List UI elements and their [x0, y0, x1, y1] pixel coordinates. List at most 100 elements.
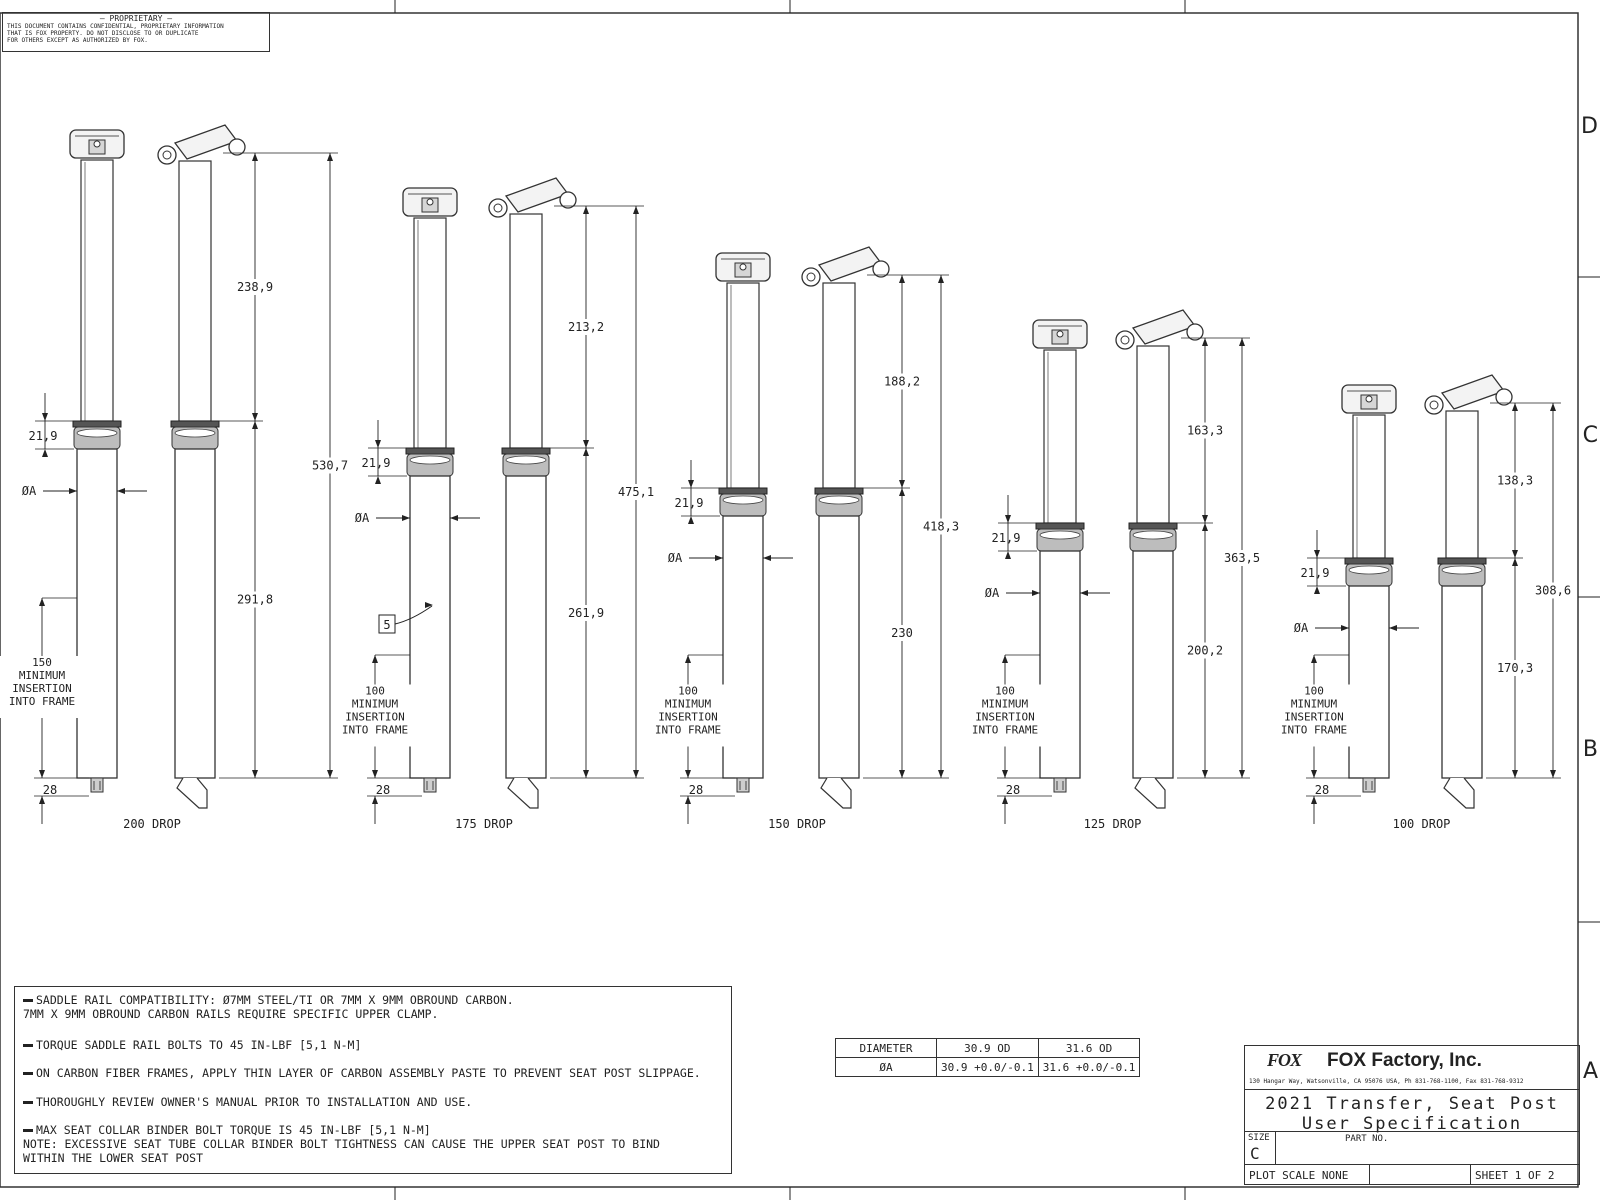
collar-ring: [76, 428, 118, 438]
company-name: FOX Factory, Inc.: [1327, 1050, 1482, 1071]
collar-dimension-label: 21,9: [992, 531, 1021, 545]
collar-ring: [818, 495, 860, 505]
dimension-arrowhead: [899, 770, 905, 778]
table-cell: ØA: [835, 1057, 937, 1077]
dimension-arrowhead: [633, 770, 639, 778]
dimension-arrowhead: [1002, 796, 1008, 804]
bottom-dimension-label: 28: [43, 783, 57, 797]
insertion-text: MINIMUM: [665, 698, 712, 711]
proprietary-title: — PROPRIETARY —: [99, 14, 173, 23]
wiper-seal: [1437, 557, 1487, 565]
dimension-arrowhead: [938, 275, 944, 283]
dimension-arrowhead: [1512, 550, 1518, 558]
bottom-dimension-label: 28: [689, 783, 703, 797]
table-cell: 30.9 +0.0/-0.1: [936, 1057, 1039, 1077]
upper-stanchion: [1043, 349, 1077, 524]
title-block-title-row: 2021 Transfer, Seat Post User Specificat…: [1245, 1090, 1579, 1134]
dimension-arrowhead: [1389, 625, 1397, 631]
dimension-arrowhead: [1311, 770, 1317, 778]
saddle-clamp-head-angled: [817, 246, 883, 282]
dimension-arrowhead: [1202, 338, 1208, 346]
clamp-barrel: [228, 138, 246, 156]
drawing-title-line2: User Specification: [1301, 1114, 1523, 1134]
wiper-seal: [1035, 522, 1085, 530]
saddle-clamp-head-angled: [173, 124, 239, 160]
insertion-text: MINIMUM: [982, 698, 1029, 711]
dim-label-bg: [1183, 422, 1227, 439]
drop-label: 100 DROP: [1393, 817, 1451, 831]
upper-length-label: 188,2: [884, 375, 920, 389]
clamp-barrel: [1186, 323, 1204, 341]
dimension-arrowhead: [372, 655, 378, 663]
lower-length-label: 230: [891, 626, 913, 640]
dimension-arrowhead: [1005, 515, 1011, 523]
dimension-arrowhead: [1202, 515, 1208, 523]
dimension-arrowhead: [69, 488, 77, 494]
diameter-label: ØA: [355, 511, 370, 525]
lower-post: [1441, 585, 1483, 779]
dimension-arrowhead: [39, 598, 45, 606]
insertion-value: 150: [32, 656, 52, 669]
insertion-text: INTO FRAME: [342, 724, 408, 737]
dimension-arrowhead: [1005, 551, 1011, 559]
clamp-barrel: [872, 260, 890, 278]
divider: [1470, 1165, 1471, 1184]
dimension-arrowhead: [583, 448, 589, 456]
collar-ring: [1348, 565, 1390, 575]
dim-label-bg: [880, 625, 924, 641]
drop-label: 125 DROP: [1084, 817, 1142, 831]
divider: [1369, 1165, 1370, 1184]
size-cell: SIZE C: [1245, 1132, 1276, 1164]
dimension-arrowhead: [1314, 550, 1320, 558]
sheet-border: [0, 12, 1579, 1188]
upper-stanchion: [80, 159, 114, 422]
wiper-seal: [718, 487, 768, 495]
dimension-arrowhead: [715, 555, 723, 561]
dimension-arrowhead: [327, 770, 333, 778]
dim-label-bg: [306, 457, 354, 474]
collar-dimension-label: 21,9: [1301, 566, 1330, 580]
dimension-arrowhead: [1002, 770, 1008, 778]
dim-label-bg: [564, 319, 608, 335]
clamp-bolt-head: [1365, 395, 1373, 403]
note-text: ON CARBON FIBER FRAMES, APPLY THIN LAYER…: [36, 1066, 701, 1080]
total-length-label: 418,3: [923, 520, 959, 534]
cable-actuator: [736, 777, 750, 793]
dim-label-bg: [1218, 550, 1266, 566]
upper-length-label: 138,3: [1497, 474, 1533, 488]
total-length-label: 308,6: [1535, 584, 1571, 598]
proprietary-notice: — PROPRIETARY — THIS DOCUMENT CONTAINS C…: [2, 12, 270, 52]
dimension-arrowhead: [633, 206, 639, 214]
insertion-text: INSERTION: [975, 711, 1035, 724]
diameter-label: ØA: [985, 586, 1000, 600]
dimension-arrowhead: [375, 440, 381, 448]
company-address: 130 Hangar Way, Watsonville, CA 95076 US…: [1249, 1078, 1524, 1085]
lower-post: [174, 448, 216, 779]
insertion-value: 100: [365, 685, 385, 698]
upper-stanchion: [822, 282, 856, 489]
dimension-arrowhead: [583, 770, 589, 778]
dimension-arrowhead: [583, 206, 589, 214]
upper-stanchion: [1445, 410, 1479, 559]
size-label: SIZE: [1248, 1133, 1270, 1143]
bottom-dimension-label: 28: [1315, 783, 1329, 797]
fox-logo-text: FOX: [1267, 1050, 1302, 1070]
dimension-arrowhead: [372, 770, 378, 778]
cable-actuator: [90, 777, 104, 793]
dimension-arrowhead: [1311, 796, 1317, 804]
dimension-arrowhead: [688, 480, 694, 488]
zone-letter: C: [1583, 423, 1598, 448]
collar-ring: [174, 428, 216, 438]
dimension-arrowhead: [252, 770, 258, 778]
clamp-barrel-inner: [493, 203, 503, 213]
dimension-arrowhead: [899, 480, 905, 488]
plot-scale: PLOT SCALE NONE: [1249, 1169, 1349, 1182]
insertion-text: MINIMUM: [352, 698, 399, 711]
dimension-arrowhead: [1002, 655, 1008, 663]
dimension-arrowhead: [1032, 590, 1040, 596]
upper-stanchion: [726, 282, 760, 489]
wiper-seal: [405, 447, 455, 455]
